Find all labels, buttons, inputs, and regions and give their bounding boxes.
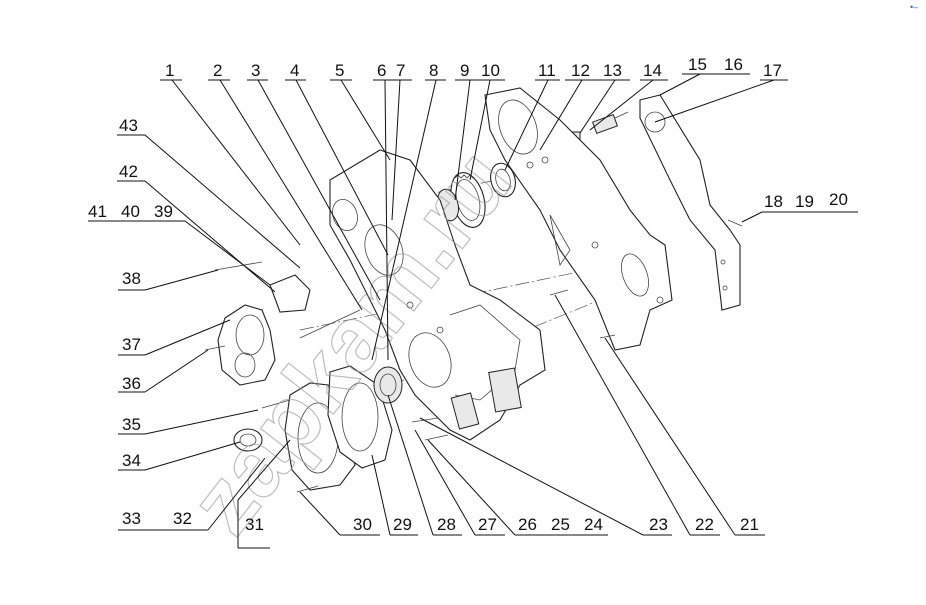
- callout-31: 31: [245, 515, 264, 534]
- callout-7: 7: [396, 61, 405, 80]
- callout-26: 26: [518, 515, 537, 534]
- callout-12: 12: [571, 61, 590, 80]
- callout-33: 33: [122, 509, 141, 528]
- seal-ring-28: [373, 366, 403, 404]
- callout-40: 40: [121, 202, 140, 221]
- callout-18: 18: [764, 192, 783, 211]
- callout-14: 14: [643, 61, 662, 80]
- callout-10: 10: [481, 61, 500, 80]
- callout-17: 17: [763, 61, 782, 80]
- bolts: [204, 219, 743, 493]
- front-cover-housing: [329, 149, 546, 441]
- small-ring-10: [490, 162, 516, 198]
- callout-13: 13: [603, 61, 622, 80]
- cap-34: [233, 428, 263, 452]
- callout-43: 43: [119, 116, 138, 135]
- callout-6: 6: [377, 61, 386, 80]
- callout-22: 22: [695, 515, 714, 534]
- callout-20: 20: [829, 190, 848, 209]
- callout-25: 25: [551, 515, 570, 534]
- callout-35: 35: [122, 415, 141, 434]
- callout-23: 23: [649, 515, 668, 534]
- callout-28: 28: [437, 515, 456, 534]
- callout-38: 38: [122, 269, 141, 288]
- callout-9: 9: [460, 61, 469, 80]
- callout-27: 27: [478, 515, 497, 534]
- callout-37: 37: [122, 335, 141, 354]
- callout-32: 32: [173, 509, 192, 528]
- callout-19: 19: [795, 192, 814, 211]
- callout-4: 4: [290, 61, 299, 80]
- leader-lines: [88, 73, 858, 549]
- callout-21: 21: [740, 515, 759, 534]
- callout-36: 36: [122, 374, 141, 393]
- callout-8: 8: [429, 61, 438, 80]
- callout-5: 5: [335, 61, 344, 80]
- callout-30: 30: [353, 515, 372, 534]
- callout-39: 39: [154, 202, 173, 221]
- callout-42: 42: [119, 162, 138, 181]
- corner-mark: •‒: [910, 2, 918, 12]
- water-pump-37: [217, 304, 276, 386]
- callout-16: 16: [724, 55, 743, 74]
- callout-11: 11: [538, 61, 556, 80]
- callout-3: 3: [251, 61, 260, 80]
- gasket-plate-11: [484, 87, 673, 351]
- callout-labels: 1 2 3 4 5 6 7 8 9 10 11 12 13 14 15 16 1…: [88, 55, 848, 534]
- callout-24: 24: [584, 515, 603, 534]
- callout-41: 41: [88, 202, 107, 221]
- callout-34: 34: [122, 451, 141, 470]
- callout-2: 2: [213, 61, 222, 80]
- bracket-38: [269, 274, 311, 313]
- sensor-16: [569, 111, 629, 141]
- callout-29: 29: [393, 515, 412, 534]
- callout-15: 15: [688, 55, 707, 74]
- callout-1: 1: [165, 61, 174, 80]
- rear-plate-17: [639, 94, 741, 311]
